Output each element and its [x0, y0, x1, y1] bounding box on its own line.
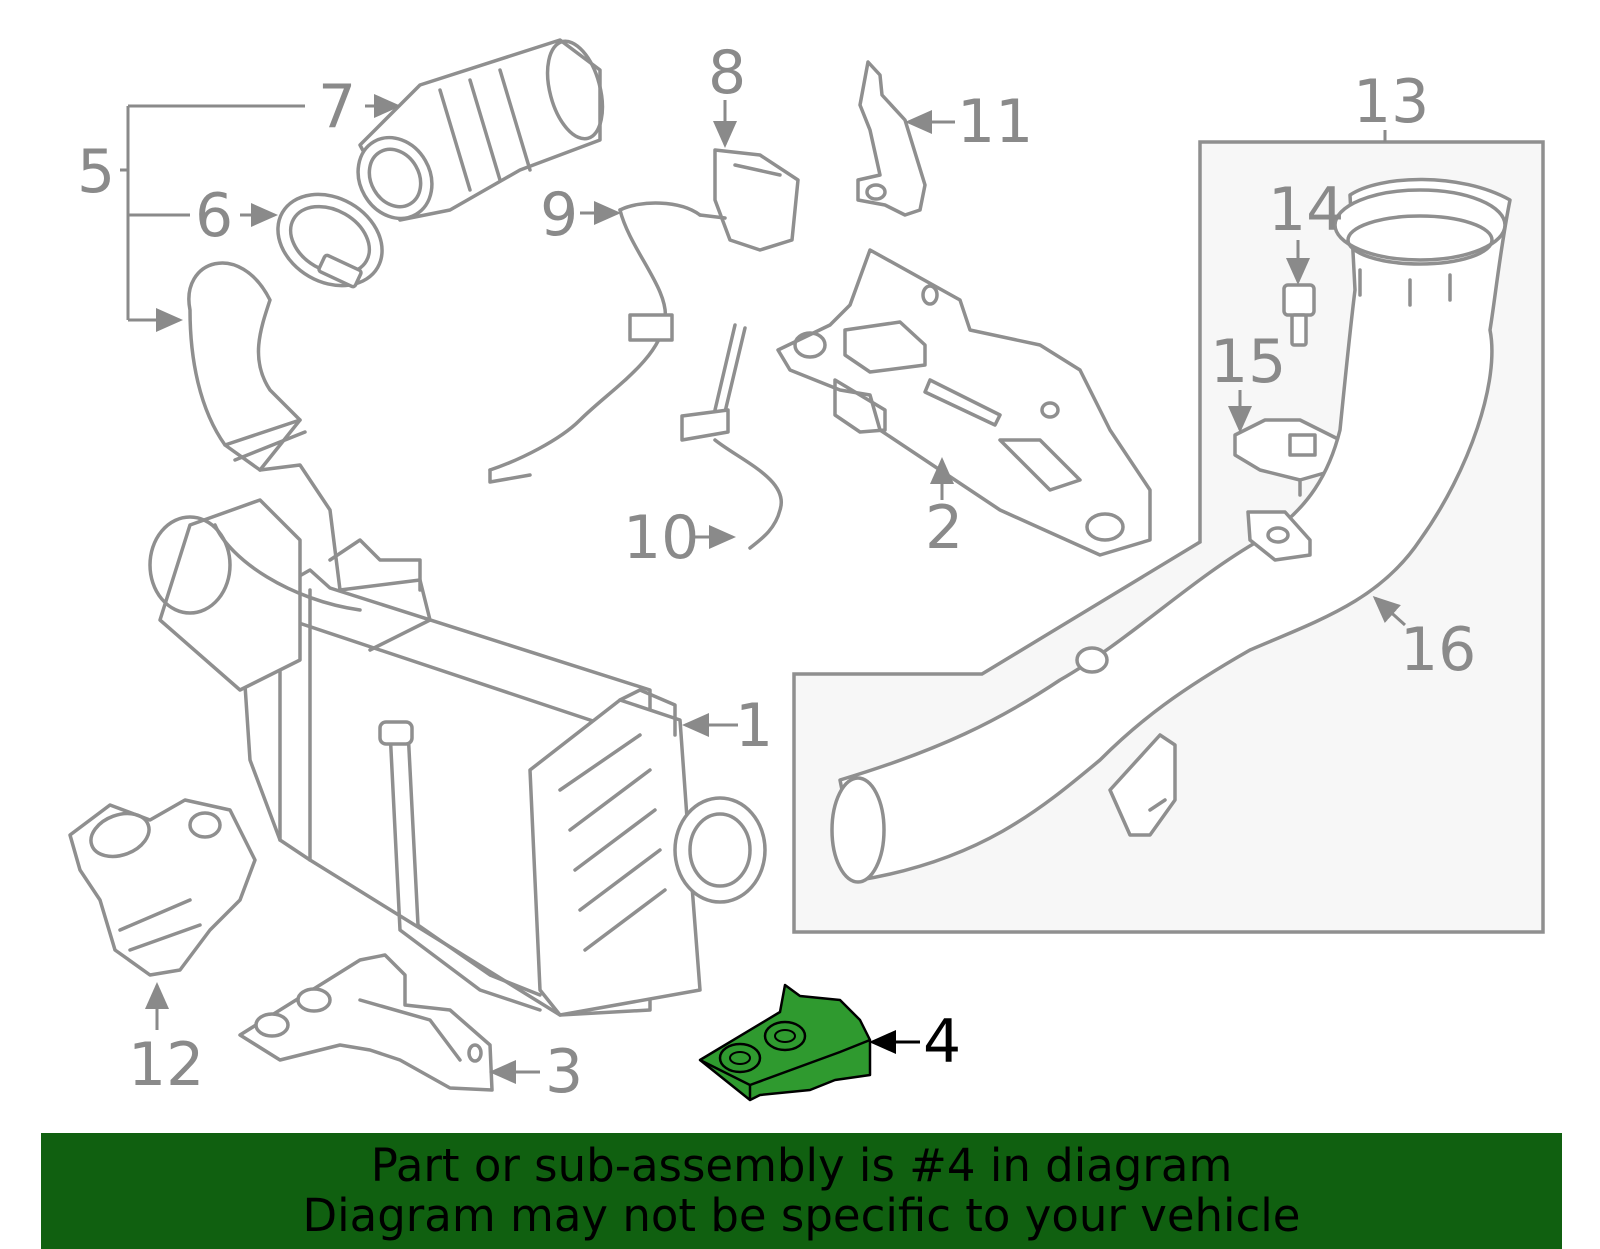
part-12-throttle — [68, 798, 257, 977]
callout-9: 9 — [540, 180, 578, 250]
callout-6: 6 — [195, 181, 233, 251]
part-2-bracket — [776, 248, 1152, 557]
leader-lines — [120, 94, 1407, 1084]
callout-8: 8 — [708, 38, 746, 108]
banner-line-2: Diagram may not be specific to your vehi… — [302, 1189, 1301, 1242]
part-11-bracket — [856, 60, 927, 217]
callout-1: 1 — [735, 691, 773, 761]
part-8-sensor — [698, 148, 800, 252]
callout-12: 12 — [128, 1030, 204, 1100]
callout-4: 4 — [923, 1007, 961, 1077]
info-banner: Part or sub-assembly is #4 in diagram Di… — [41, 1133, 1562, 1249]
part-3-bracket — [238, 953, 494, 1092]
part-1-intercooler — [148, 463, 767, 1017]
part-16-charge-pipe — [830, 177, 1512, 884]
callout-13: 13 — [1353, 67, 1429, 137]
callout-11: 11 — [957, 87, 1033, 157]
part-10-line — [680, 323, 784, 550]
callout-7: 7 — [318, 72, 356, 142]
callout-14: 14 — [1268, 175, 1344, 245]
part-4-bracket-highlighted — [698, 983, 872, 1102]
banner-line-1: Part or sub-assembly is #4 in diagram — [370, 1139, 1233, 1192]
callout-10: 10 — [623, 503, 699, 573]
callout-16: 16 — [1400, 615, 1476, 685]
part-7-duct — [356, 38, 605, 222]
part-14-bolt — [1282, 283, 1316, 347]
part-6-clamp — [276, 192, 384, 289]
callout-15: 15 — [1210, 327, 1286, 397]
part-9-line — [488, 201, 702, 484]
callout-2: 2 — [925, 493, 963, 563]
callout-5: 5 — [77, 137, 115, 207]
callout-3: 3 — [545, 1037, 583, 1107]
part-5-hose — [187, 261, 307, 472]
